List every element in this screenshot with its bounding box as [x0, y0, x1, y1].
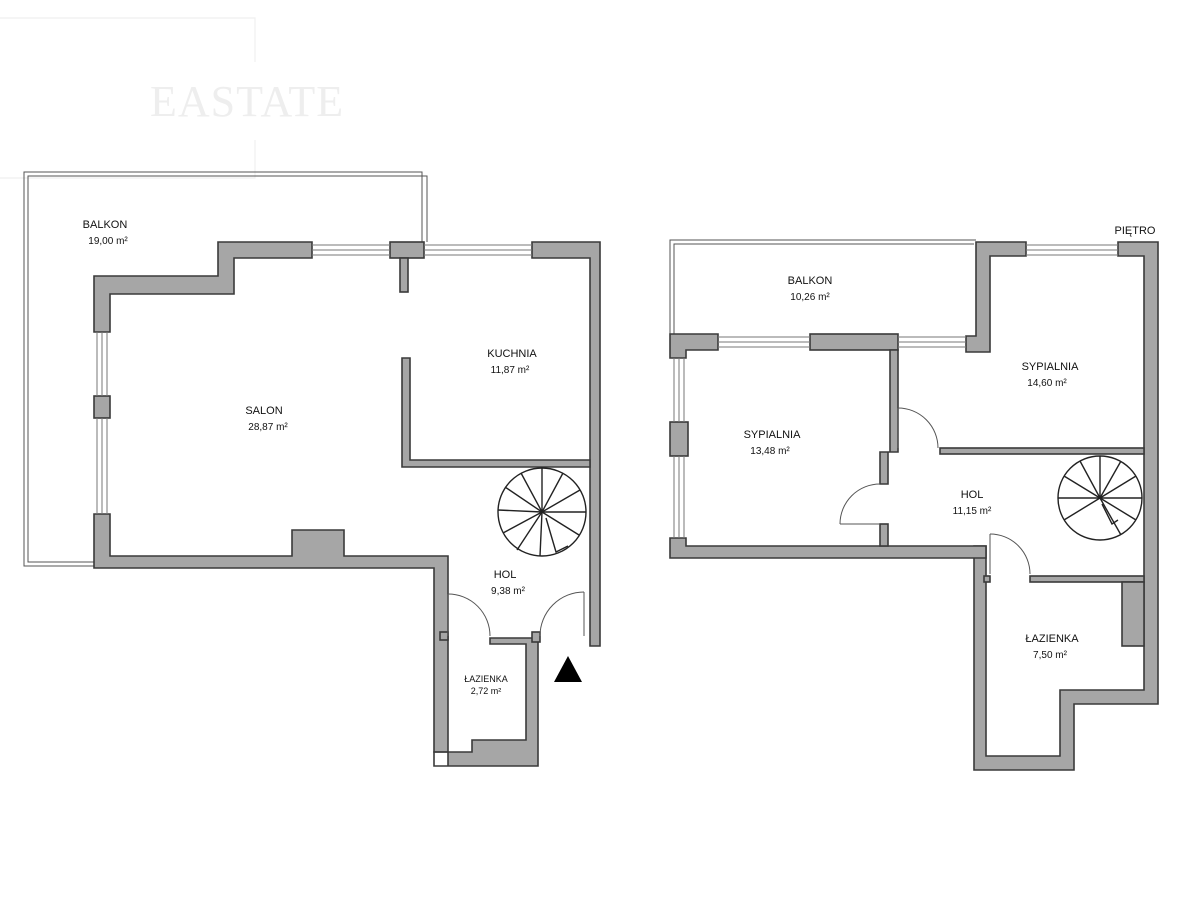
floor-label: PIĘTRO: [1115, 225, 1156, 237]
spiral-stair-upper: [1057, 455, 1143, 541]
doors-ground: [447, 591, 585, 637]
doors-upper: [839, 407, 1031, 575]
wall-upper-east: [973, 241, 1159, 771]
windows-ground: [96, 244, 532, 514]
pillar-north-mid: [389, 241, 425, 259]
pillar-upper-mid: [809, 333, 899, 351]
wall-east-outer: [531, 241, 601, 647]
wall-bathroom-ground: [433, 637, 539, 767]
wall-kitchen-stub: [399, 257, 409, 293]
wall-upper-partition-low: [879, 523, 889, 547]
room-area-balkon-upper: 10,26 m²: [790, 292, 830, 303]
room-name-lazienka-upper: ŁAZIENKA: [1025, 633, 1079, 645]
room-name-salon: SALON: [245, 405, 282, 417]
balcony-railing-ground: [23, 171, 428, 567]
wall-upper-shaft: [1121, 581, 1145, 647]
wall-upper-bath-stub: [983, 575, 991, 583]
upper-floor-plan: PIĘTRO: [669, 225, 1159, 771]
watermark: EASTATE: [0, 17, 344, 179]
ground-floor-plan: BALKON 19,00 m² SALON 28,87 m² KUCHNIA 1…: [23, 171, 601, 767]
wall-bathroom-top: [439, 631, 449, 641]
pillar-west-mid: [93, 395, 111, 419]
wall-upper-corridor: [939, 447, 1145, 455]
room-area-salon: 28,87 m²: [248, 422, 288, 433]
watermark-text: EASTATE: [150, 77, 344, 126]
spiral-stair-ground: [497, 467, 587, 557]
room-name-sypialnia-west: SYPIALNIA: [744, 429, 802, 441]
wall-bathroom-top-right: [531, 631, 541, 643]
room-area-kuchnia: 11,87 m²: [491, 365, 530, 376]
room-name-hol-upper: HOL: [961, 489, 984, 501]
room-area-balkon: 19,00 m²: [88, 236, 128, 247]
wall-salon-north-step: [93, 241, 313, 333]
wall-upper-bath-top: [1029, 575, 1145, 583]
room-name-kuchnia: KUCHNIA: [487, 348, 537, 360]
room-name-balkon: BALKON: [83, 219, 128, 231]
wall-kitchen-partition: [401, 357, 591, 468]
room-area-hol: 9,38 m²: [491, 586, 526, 597]
room-area-lazienka: 2,72 m²: [471, 686, 502, 696]
room-area-sypialnia-west: 13,48 m²: [750, 446, 790, 457]
room-name-hol: HOL: [494, 569, 517, 581]
wall-upper-south: [669, 537, 987, 559]
windows-upper: [673, 244, 1118, 538]
room-name-sypialnia-east: SYPIALNIA: [1022, 361, 1080, 373]
room-area-hol-upper: 11,15 m²: [953, 506, 992, 517]
wall-upper-west: [669, 333, 719, 359]
entrance-arrow-icon: [554, 656, 582, 682]
room-name-lazienka: ŁAZIENKA: [464, 674, 508, 684]
balcony-railing-upper: [669, 239, 976, 334]
wall-upper-bedroom-partition: [879, 349, 899, 485]
room-area-lazienka-upper: 7,50 m²: [1033, 650, 1068, 661]
room-name-balkon-upper: BALKON: [788, 275, 833, 287]
wall-salon-south: [93, 513, 449, 753]
pillar-upper-west: [669, 421, 689, 457]
wall-upper-north-east: [965, 241, 1027, 353]
room-area-sypialnia-east: 14,60 m²: [1027, 378, 1067, 389]
